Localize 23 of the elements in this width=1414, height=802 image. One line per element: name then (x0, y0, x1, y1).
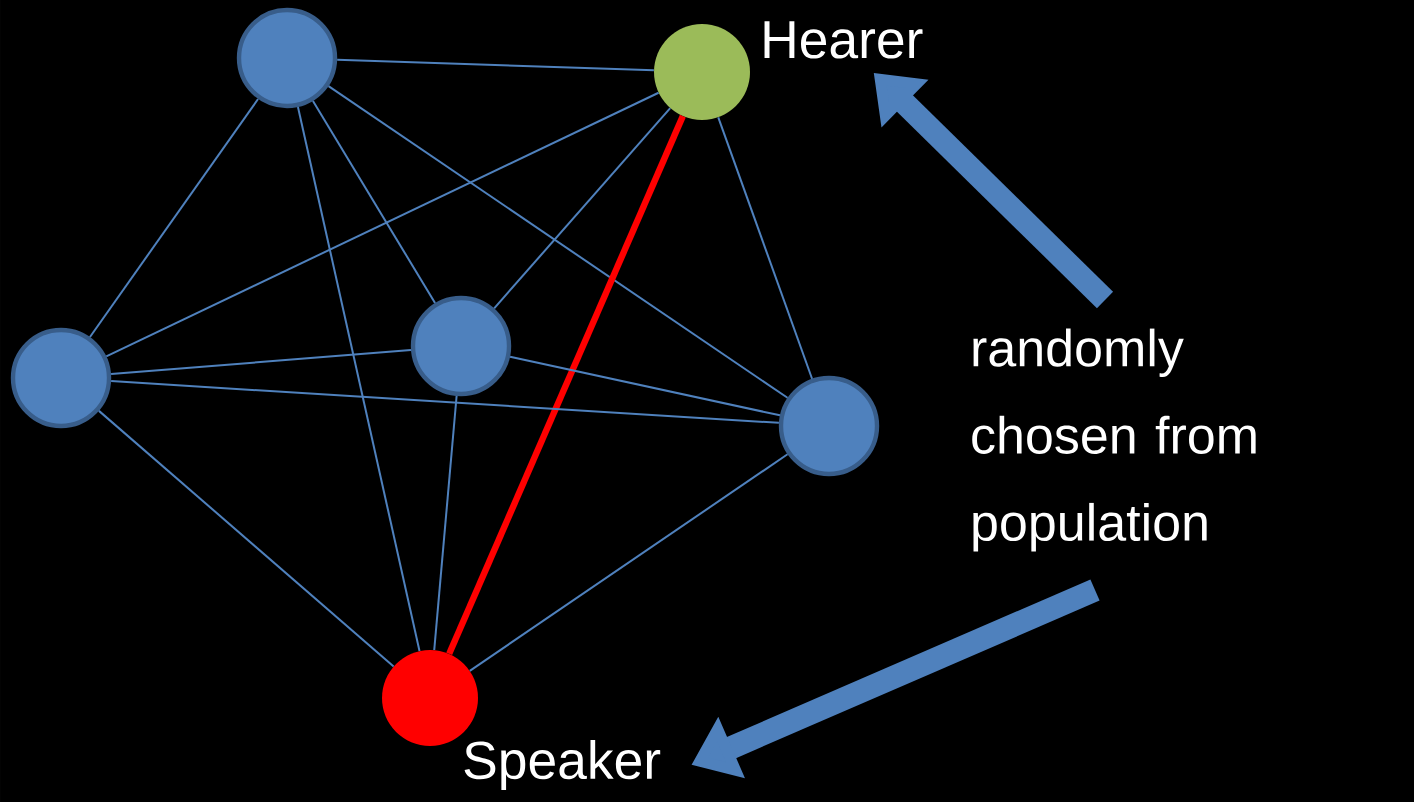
connector-line (88, 98, 260, 338)
circle-node (654, 24, 750, 120)
node-label: Hearer (764, 21, 923, 59)
connector-line (336, 58, 655, 72)
circle-node (10, 327, 112, 429)
connector-line (717, 116, 814, 380)
circle-node (410, 295, 512, 397)
connector-line (468, 453, 789, 672)
text-label: randomly chosen from population (972, 328, 1256, 552)
connector-line (110, 349, 412, 375)
connector-line (105, 91, 660, 358)
connector-line (433, 395, 458, 652)
connector-line (509, 355, 781, 417)
connector-line (110, 380, 780, 424)
circle-node (236, 7, 338, 109)
connector-line (97, 409, 395, 668)
circle-node (778, 375, 880, 477)
connector-line (296, 106, 421, 652)
connector-line (327, 85, 789, 399)
connector-line (446, 114, 686, 656)
connector-line (493, 107, 672, 310)
connector-line (311, 99, 437, 304)
node-label: Speaker (464, 740, 661, 790)
